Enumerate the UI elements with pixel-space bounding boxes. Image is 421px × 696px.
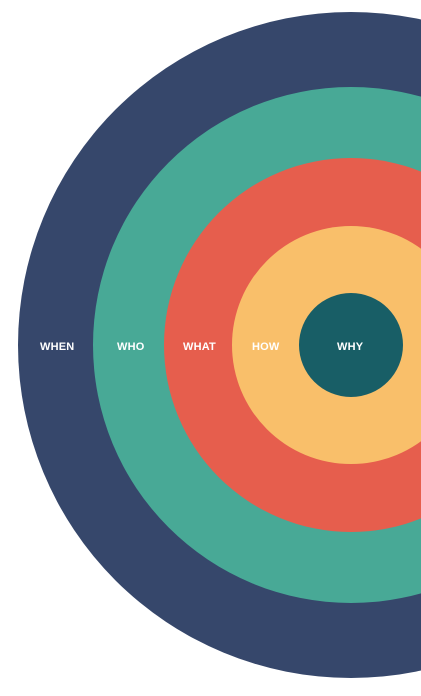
label-what: WHAT bbox=[183, 341, 216, 353]
label-when: WHEN bbox=[40, 341, 75, 353]
label-why: WHY bbox=[337, 341, 364, 353]
label-who: WHO bbox=[117, 341, 145, 353]
label-how: HOW bbox=[252, 341, 280, 353]
ring-why bbox=[299, 293, 403, 397]
